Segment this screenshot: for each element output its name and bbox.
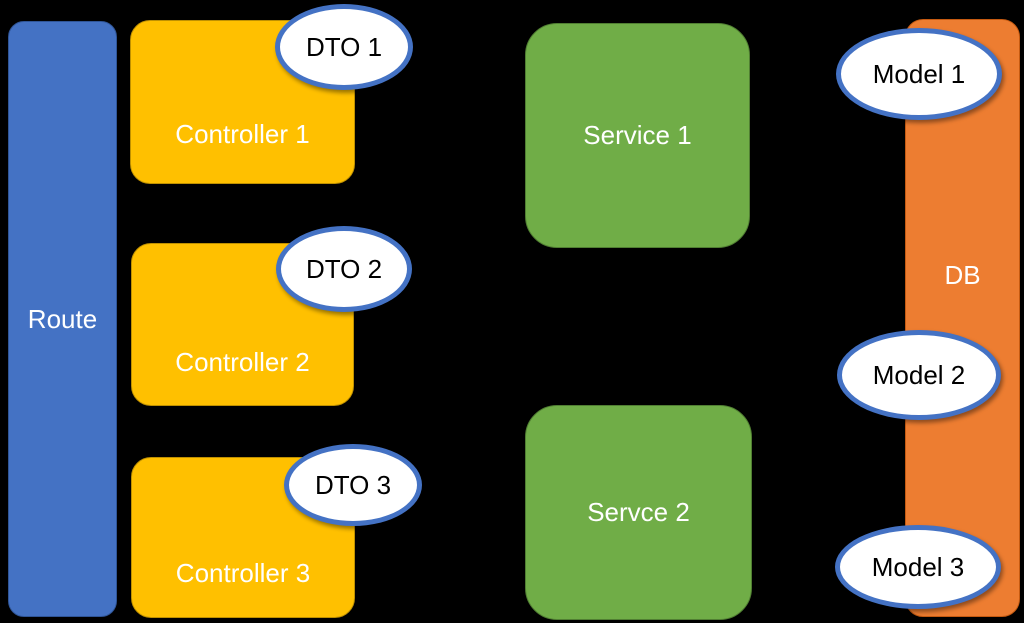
controller-1-label: Controller 1 bbox=[175, 119, 310, 149]
dto-2-label: DTO 2 bbox=[305, 253, 383, 284]
model-3-ellipse: Model 3 bbox=[835, 525, 1001, 609]
route-label: Route bbox=[27, 303, 98, 334]
service-2-box: Servce 2 bbox=[525, 405, 752, 620]
dto-3-label: DTO 3 bbox=[314, 469, 392, 500]
db-label: DB bbox=[944, 260, 981, 290]
model-1-ellipse: Model 1 bbox=[836, 28, 1002, 120]
dto-1-ellipse: DTO 1 bbox=[275, 4, 413, 90]
controller-3-label: Controller 3 bbox=[175, 558, 311, 588]
model-1-label: Model 1 bbox=[872, 58, 966, 89]
dto-3-ellipse: DTO 3 bbox=[284, 444, 422, 526]
dto-2-ellipse: DTO 2 bbox=[276, 226, 412, 312]
dto-1-label: DTO 1 bbox=[305, 31, 383, 62]
service-2-label: Servce 2 bbox=[587, 497, 690, 527]
service-1-label: Service 1 bbox=[583, 120, 692, 150]
route-box: Route bbox=[8, 21, 117, 617]
model-2-label: Model 2 bbox=[872, 359, 966, 390]
db-box: DB bbox=[905, 19, 1020, 617]
model-2-ellipse: Model 2 bbox=[837, 330, 1001, 420]
controller-2-label: Controller 2 bbox=[175, 347, 310, 377]
model-3-label: Model 3 bbox=[871, 551, 965, 582]
service-1-box: Service 1 bbox=[525, 23, 750, 248]
controller-2-box: Controller 2 bbox=[131, 243, 354, 406]
